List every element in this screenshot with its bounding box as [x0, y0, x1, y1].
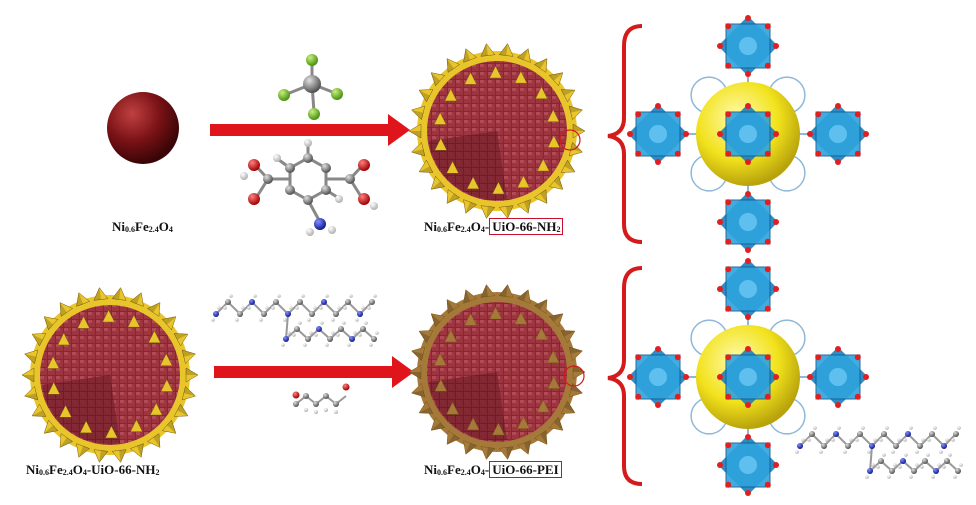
- label-core: Ni0.6Fe2.4O4: [112, 219, 173, 234]
- bracket-bottom: [607, 266, 643, 486]
- aminoterephthalic-acid-atoms: [240, 139, 378, 236]
- reaction-arrow-bottom: [214, 356, 414, 388]
- glutaraldehyde-molecule: [292, 383, 350, 414]
- core-shell-nh2: [408, 43, 586, 219]
- zoom-marker-bottom: [563, 365, 585, 387]
- mof-structure-top: [627, 15, 869, 253]
- label-core-shell-pei: Ni0.6Fe2.4O4-UiO-66-PEI: [424, 461, 562, 478]
- label-core-shell-nh2-bottom: Ni0.6Fe2.4O4-UiO-66-NH2: [26, 462, 160, 477]
- pei-molecule-small: [795, 426, 963, 479]
- zoom-marker-top: [559, 129, 581, 151]
- label-core-shell-nh2: Ni0.6Fe2.4O4-UiO-66-NH2: [424, 218, 564, 235]
- pei-molecule: [211, 294, 379, 347]
- reaction-arrow-top: [210, 114, 410, 146]
- trifluoro-molecule: [278, 54, 343, 120]
- core-shell-pei: [408, 284, 586, 460]
- mof-structure-bottom: [627, 258, 869, 496]
- nanoparticle-core: [107, 92, 179, 164]
- core-shell-nh2-bottom: [21, 287, 199, 463]
- bracket-top: [607, 24, 643, 244]
